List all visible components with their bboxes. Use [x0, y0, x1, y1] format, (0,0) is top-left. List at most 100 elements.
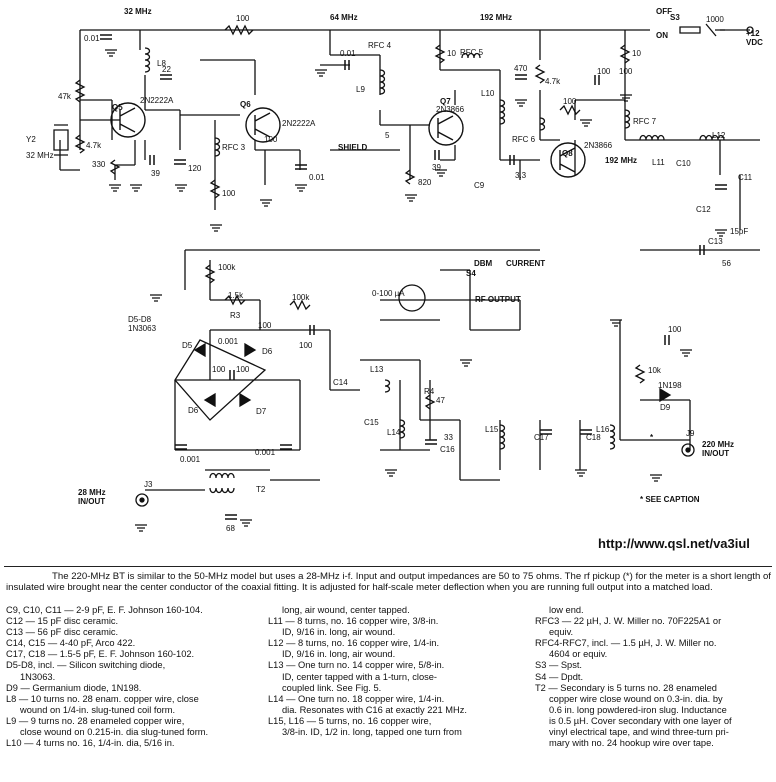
transistor-ref: Q7 — [440, 97, 451, 106]
inductor-label: RFC 4 — [368, 41, 392, 50]
capacitor-label: 120 — [188, 164, 202, 173]
resistor-label: 47k — [58, 92, 72, 101]
capacitor-label: 56 — [722, 259, 731, 268]
capacitor-label: C18 — [586, 433, 601, 442]
parts-list-entry: S3 — Spst. — [535, 660, 583, 671]
capacitor-label: 3.3 — [515, 171, 527, 180]
parts-list-entry: L9 — 9 turns no. 28 enameled copper wire… — [6, 715, 185, 726]
capacitor-label: C17 — [534, 433, 549, 442]
misc-label: R3 — [230, 311, 241, 320]
freq-label: 192 MHz — [480, 13, 512, 22]
resistor-label: 100 — [222, 189, 236, 198]
parts-list-entry: ID, center tapped with a 1-turn, close- — [282, 671, 438, 682]
parts-list-column-2: long, air wound, center tapped.L11 — 8 t… — [268, 605, 522, 738]
parts-list-entry: vinyl electrical tape, and wind three-tu… — [549, 727, 729, 738]
crystal-ref: Y2 — [26, 135, 36, 144]
parts-list-entry: dia. Resonates with C16 at exactly 221 M… — [282, 704, 467, 715]
switch-label: ON — [656, 31, 668, 40]
transistor-part: 2N3866 — [584, 141, 613, 150]
freq-label: 64 MHz — [330, 13, 358, 22]
resistor-label: 100k — [292, 293, 310, 302]
capacitor-label: 100 — [597, 67, 611, 76]
capacitor-label: 100 — [258, 321, 272, 330]
resistor-label: 10 — [632, 49, 641, 58]
capacitor-label: 100 — [619, 67, 633, 76]
parts-list-column-1: C9, C10, C11 — 2-9 pF, E. F. Johnson 160… — [6, 605, 268, 749]
misc-label: J9 — [686, 429, 695, 438]
parts-list-entry: close wound on 0.215-in. dia slug-tuned … — [20, 727, 209, 738]
freq-label: 32 MHz — [124, 7, 152, 16]
diode-label: D6 — [188, 406, 199, 415]
capacitor-label: 100 — [236, 365, 250, 374]
inductor-label: L11 — [652, 158, 665, 167]
inductor-label: RFC 3 — [222, 143, 246, 152]
diode-label: D6 — [262, 347, 273, 356]
capacitor-label: C12 — [696, 205, 711, 214]
capacitor-label: 470 — [514, 64, 528, 73]
parts-list-column-3: low end.RFC3 — 22 µH, J. W. Miller no. 7… — [535, 605, 775, 749]
resistor-label: 10 — [447, 49, 456, 58]
parts-list-entry: coupled link. See Fig. 5. — [282, 682, 382, 693]
transistor-ref: Q6 — [240, 100, 251, 109]
source-url: http://www.qsl.net/va3iul — [598, 536, 750, 551]
fuse-label: 1000 — [706, 15, 724, 24]
caption-divider — [4, 566, 772, 568]
parts-list-entry: T2 — Secondary is 5 turns no. 28 enamele… — [535, 682, 717, 693]
capacitor-label: C13 — [708, 237, 723, 246]
parts-list-entry: ID, 9/16 in. long, air wound. — [282, 627, 396, 638]
capacitor-label: C14 — [333, 378, 348, 387]
transistor-ref: Q8 — [562, 149, 573, 158]
resistor-label: 330 — [92, 160, 106, 169]
capacitor-label: 100 — [212, 365, 226, 374]
inductor-label: L12 — [712, 131, 726, 140]
parts-list-entry: 0.6 in. long powdered-iron slug. Inducta… — [549, 704, 727, 715]
parts-list-entry: L8 — 10 turns no. 28 enam. copper wire, … — [6, 693, 199, 704]
capacitor-label: 22 — [162, 65, 171, 74]
resistor-label: 100 — [264, 135, 278, 144]
parts-list-entry: RFC3 — 22 µH, J. W. Miller no. 70F225A1 … — [535, 616, 722, 627]
resistor-label: 820 — [418, 178, 432, 187]
switch-label: DBM — [474, 259, 493, 268]
switch-label: RF OUTPUT — [475, 295, 521, 304]
freq-label: 192 MHz — [605, 156, 637, 165]
capacitor-label: 0.01 — [309, 173, 325, 182]
capacitor-label: 0.001 — [180, 455, 201, 464]
parts-list-entry: L10 — 4 turns no. 16, 1/4-in. dia, 5/16 … — [6, 738, 175, 749]
inductor-label: T2 — [256, 485, 266, 494]
parts-list-entry: C14, C15 — 4-40 pF, Arco 422. — [6, 638, 136, 649]
diode-label: D5 — [182, 341, 193, 350]
parts-list-entry: D5-D8, incl. — Silicon switching diode, — [6, 660, 166, 671]
inductor-label: RFC 5 — [460, 48, 484, 57]
capacitor-label: 68 — [226, 524, 235, 533]
resistor-label: 1.5k — [228, 291, 244, 300]
resistor-label: 100k — [218, 263, 236, 272]
capacitor-label: 100 — [299, 341, 313, 350]
figure-caption: The 220-MHz BT is similar to the 50-MHz … — [6, 571, 771, 593]
misc-label: SHIELD — [338, 143, 368, 152]
capacitor-label: 39 — [151, 169, 160, 178]
diode-label: D7 — [256, 407, 267, 416]
see-caption-note: * SEE CAPTION — [640, 495, 700, 504]
capacitor-label: 0.001 — [255, 448, 276, 457]
inductor-label: RFC 7 — [633, 117, 657, 126]
capacitor-label: 33 — [444, 433, 453, 442]
transistor-ref: Q5 — [112, 103, 123, 112]
parts-list-entry: RFC4-RFC7, incl. — 1.5 µH, J. W. Miller … — [535, 638, 717, 649]
d9-part: 1N198 — [658, 381, 682, 390]
capacitor-label: 15pF — [730, 227, 748, 236]
inductor-label: L14 — [387, 428, 401, 437]
diode-label: D9 — [660, 403, 671, 412]
parts-list-entry: S4 — Dpdt. — [535, 671, 584, 682]
transistor-part: 2N3866 — [436, 105, 465, 114]
parts-list-entry: low end. — [549, 605, 584, 615]
inductor-label: L8 — [157, 59, 166, 68]
capacitor-label: 100 — [668, 325, 682, 334]
parts-list-entry: 3/8-in. ID, 1/2 in. long, tapped one tur… — [282, 727, 462, 738]
capacitor-label: 0.01 — [340, 49, 356, 58]
parts-list-entry: L14 — One turn no. 18 copper wire, 1/4-i… — [268, 693, 445, 704]
inductor-label: L13 — [370, 365, 384, 374]
resistor-label: 10k — [648, 366, 662, 375]
parts-list-entry: C12 — 15 pF disc ceramic. — [6, 616, 119, 627]
